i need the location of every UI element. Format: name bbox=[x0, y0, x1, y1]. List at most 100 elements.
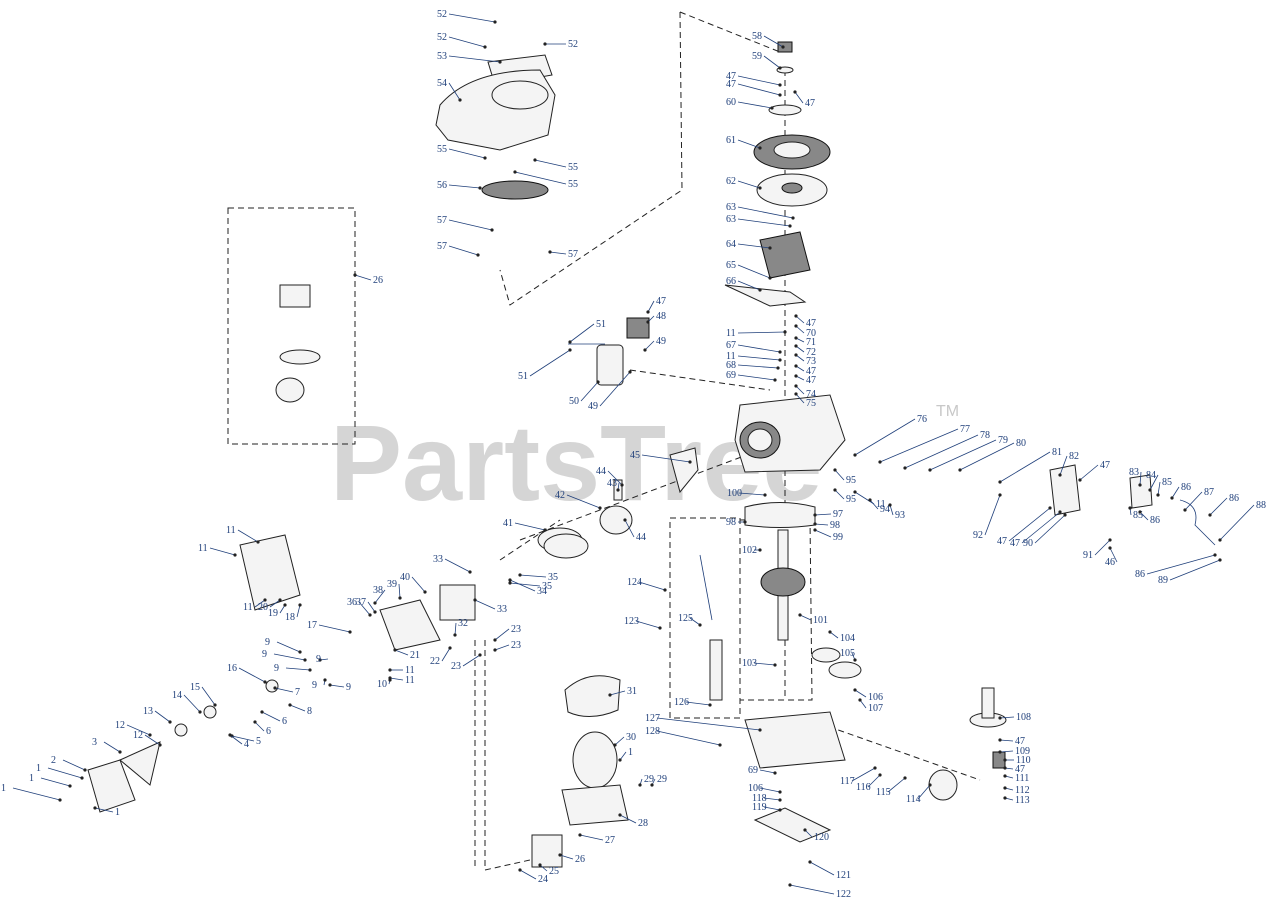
callout-47: 47 bbox=[1010, 510, 1062, 549]
fastener-dot bbox=[373, 601, 377, 605]
callout-2: 2 bbox=[51, 755, 87, 772]
fastener-dot bbox=[903, 466, 907, 470]
callout-number: 117 bbox=[840, 776, 855, 787]
callout-11: 11 bbox=[388, 665, 415, 676]
callout-leader bbox=[795, 385, 805, 395]
callout-55: 55 bbox=[437, 144, 487, 160]
callout-number: 55 bbox=[568, 179, 578, 190]
callout-leader bbox=[851, 767, 876, 782]
callout-leader bbox=[795, 315, 805, 324]
callout-48: 48 bbox=[646, 311, 666, 324]
fastener-dot bbox=[1138, 483, 1142, 487]
callout-number: 77 bbox=[960, 424, 970, 435]
callout-number: 23 bbox=[511, 624, 521, 635]
callout-128: 128 bbox=[645, 726, 722, 747]
callout-number: 47 bbox=[1015, 764, 1025, 775]
callout-number: 55 bbox=[437, 144, 447, 155]
callout-leader bbox=[737, 331, 786, 334]
callout-number: 86 bbox=[1135, 569, 1145, 580]
callout-89: 89 bbox=[1158, 558, 1222, 586]
callout-57: 57 bbox=[548, 249, 578, 260]
fastener-dot bbox=[778, 66, 782, 70]
callout-leader bbox=[867, 774, 881, 788]
callout-leader bbox=[904, 434, 979, 469]
callout-leader bbox=[231, 735, 255, 742]
callout-number: 63 bbox=[726, 202, 736, 213]
callout-leader bbox=[183, 694, 201, 713]
callout-65: 65 bbox=[726, 260, 772, 280]
fastener-dot bbox=[803, 828, 807, 832]
callout-leader bbox=[737, 218, 791, 227]
callout-number: 12 bbox=[133, 730, 143, 741]
callout-number: 118 bbox=[752, 793, 767, 804]
callout-leader bbox=[534, 159, 567, 168]
fastener-dot bbox=[998, 750, 1002, 754]
callout-number: 98 bbox=[726, 517, 736, 528]
fastener-dot bbox=[478, 653, 482, 657]
callout-number: 47 bbox=[726, 79, 736, 90]
callout-number: 114 bbox=[906, 794, 921, 805]
callout-number: 49 bbox=[588, 401, 598, 412]
callout-number: 11 bbox=[198, 543, 208, 554]
fastener-dot bbox=[458, 98, 462, 102]
fastener-dot bbox=[1003, 774, 1007, 778]
fastener-dot bbox=[998, 480, 1002, 484]
callout-69: 69 bbox=[726, 370, 777, 382]
callout-75: 75 bbox=[794, 392, 816, 409]
callout-24: 24 bbox=[518, 868, 548, 885]
fastener-dot bbox=[638, 783, 642, 787]
callout-number: 52 bbox=[568, 39, 578, 50]
fastener-dot bbox=[794, 384, 798, 388]
fastener-dot bbox=[263, 680, 267, 684]
callout-69: 69 bbox=[748, 765, 777, 776]
fastener-dot bbox=[1108, 538, 1112, 542]
callout-23: 23 bbox=[451, 653, 482, 672]
callout-leader bbox=[40, 777, 71, 787]
callout-leader bbox=[448, 219, 493, 231]
fastener-dot bbox=[468, 570, 472, 574]
callout-7: 7 bbox=[273, 686, 300, 698]
fastener-dot bbox=[794, 364, 798, 368]
callout-111: 111 bbox=[1003, 773, 1029, 784]
callout-number: 19 bbox=[268, 608, 278, 619]
fastener-dot bbox=[773, 663, 777, 667]
callout-58: 58 bbox=[752, 31, 785, 49]
callout-62: 62 bbox=[726, 176, 762, 190]
valve-cover bbox=[239, 534, 301, 611]
fastener-dot bbox=[368, 613, 372, 617]
callout-number: 59 bbox=[752, 51, 762, 62]
callout-22: 22 bbox=[430, 646, 452, 667]
callout-leader bbox=[374, 589, 386, 604]
callout-leader bbox=[737, 243, 771, 249]
fastener-dot bbox=[478, 186, 482, 190]
callout-leader bbox=[1008, 507, 1051, 542]
callout-number: 93 bbox=[895, 510, 905, 521]
callout-119: 119 bbox=[752, 802, 782, 813]
callout-number: 94 bbox=[880, 504, 890, 515]
callout-leader bbox=[624, 519, 635, 538]
callout-leader bbox=[1021, 511, 1061, 544]
fastener-dot bbox=[778, 798, 782, 802]
fastener-dot bbox=[776, 366, 780, 370]
callout-51: 51 bbox=[518, 348, 572, 382]
fastener-dot bbox=[778, 83, 782, 87]
callout-leader bbox=[763, 806, 781, 811]
callout-leader bbox=[509, 579, 536, 592]
callout-leader bbox=[1157, 481, 1161, 496]
callout-60: 60 bbox=[726, 97, 774, 110]
callout-leader bbox=[514, 171, 567, 185]
callout-72: 72 bbox=[794, 344, 816, 358]
callout-leader bbox=[394, 649, 409, 656]
callout-85: 85 bbox=[1128, 506, 1143, 521]
callout-leader bbox=[959, 442, 1015, 471]
callout-leader bbox=[737, 101, 773, 109]
callout-leader bbox=[237, 529, 259, 543]
callout-number: 11 bbox=[876, 499, 886, 510]
callout-leader bbox=[619, 814, 637, 824]
callout-number: 110 bbox=[1016, 755, 1031, 766]
callout-9: 9 bbox=[274, 663, 312, 674]
callout-52: 52 bbox=[437, 9, 497, 24]
callout-leader bbox=[367, 601, 376, 613]
